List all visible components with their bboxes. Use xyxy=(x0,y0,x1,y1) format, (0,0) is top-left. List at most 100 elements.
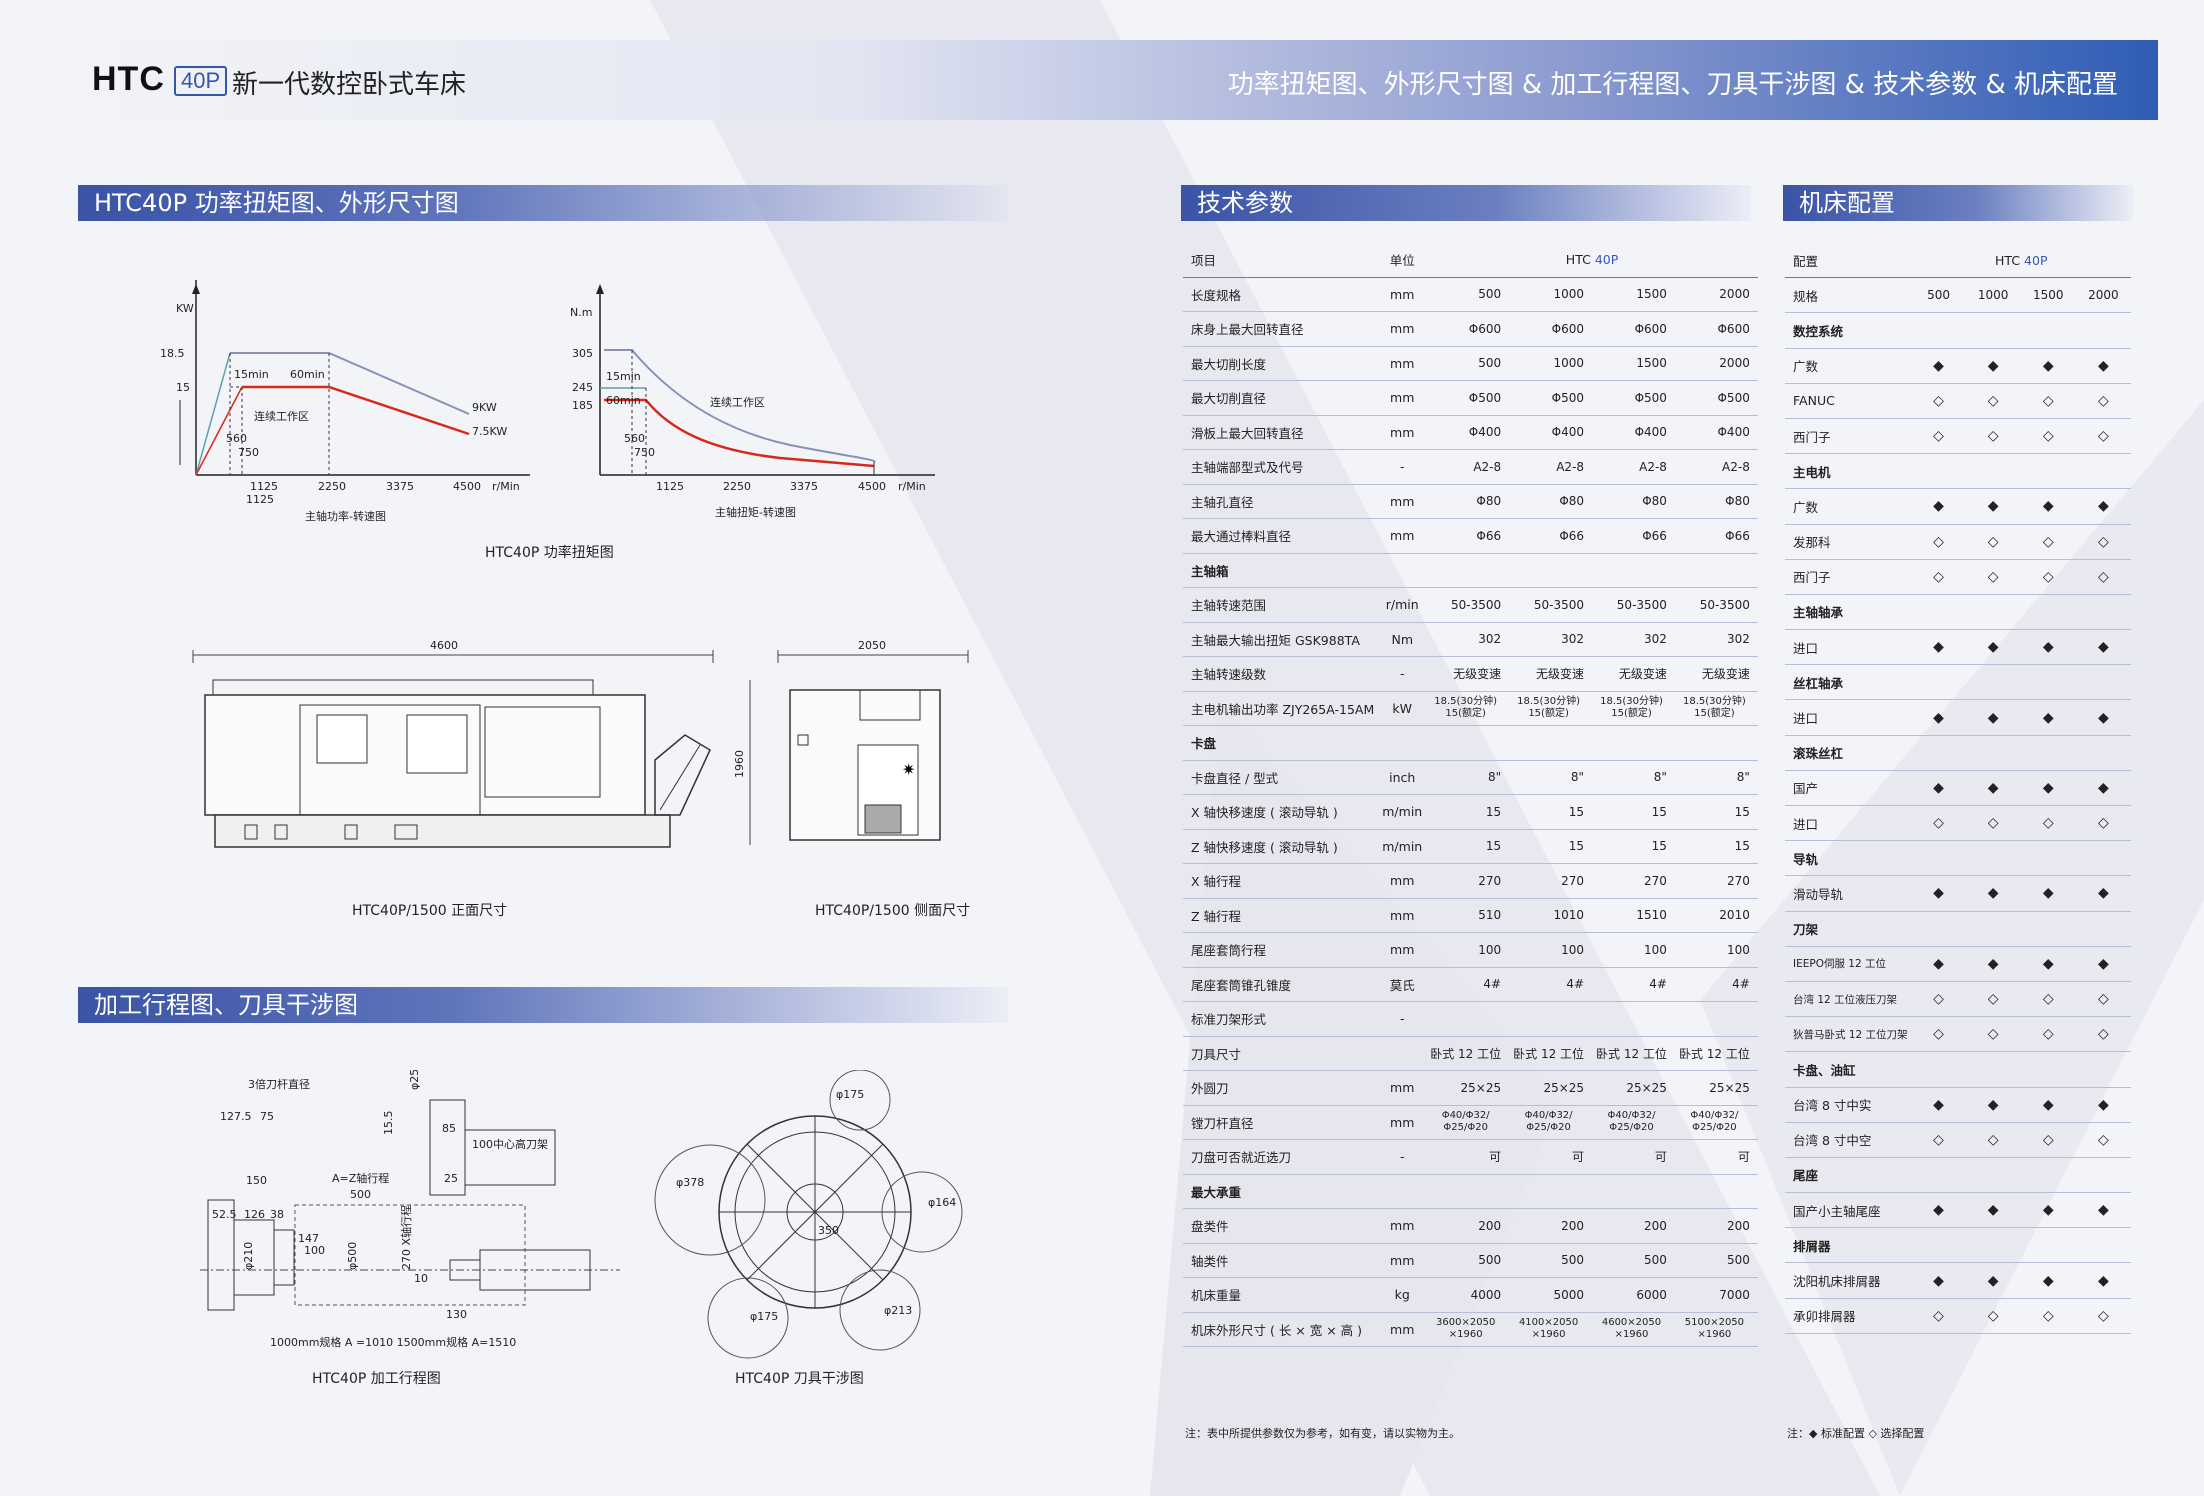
config-mark: ◆ xyxy=(2075,1192,2131,1229)
config-head-item: 配置 xyxy=(1785,243,1912,279)
tech-value: A2-8 xyxy=(1674,449,1758,485)
tech-item: 床身上最大回转直径 xyxy=(1183,311,1379,347)
config-mark xyxy=(1911,735,1966,771)
tech-value: A2-8 xyxy=(1509,449,1593,485)
tech-value: 1000 xyxy=(1509,346,1593,381)
tech-item: 外圆刀 xyxy=(1183,1070,1379,1106)
config-row: 进口◇◇◇◇ xyxy=(1785,805,2131,842)
config-item: 广数 xyxy=(1785,348,1912,384)
tech-value: 15 xyxy=(1509,794,1593,830)
tech-value xyxy=(1426,1174,1510,1209)
tech-value: 200 xyxy=(1426,1208,1510,1244)
config-mark: ◇ xyxy=(1965,1298,2021,1334)
tech-value: Φ80 xyxy=(1426,484,1510,519)
tech-value: 50-3500 xyxy=(1509,587,1593,623)
proc-bar: 3倍刀杆直径 xyxy=(248,1077,310,1091)
config-row: IEEPO伺服 12 工位◆◆◆◆ xyxy=(1785,946,2131,982)
config-mark: ◇ xyxy=(1911,1122,1966,1158)
proc-o: φ210 xyxy=(242,1242,255,1270)
config-row: 主电机 xyxy=(1785,453,2131,490)
tool-e: φ175 xyxy=(750,1310,778,1323)
config-mark: ◇ xyxy=(2020,383,2076,419)
config-item: 滑动导轨 xyxy=(1785,875,1912,912)
tech-value: 100 xyxy=(1426,932,1510,968)
config-row: 沈阳机床排屑器◆◆◆◆ xyxy=(1785,1262,2131,1299)
config-item: 进口 xyxy=(1785,699,1912,736)
tech-unit: mm xyxy=(1378,1070,1427,1106)
tech-value: A2-8 xyxy=(1426,449,1510,485)
tech-value xyxy=(1509,725,1593,761)
tech-item: Z 轴行程 xyxy=(1183,898,1379,933)
front-width-label: 4600 xyxy=(430,639,458,652)
tech-value: 18.5(30分钟) 15(额定) xyxy=(1509,691,1593,726)
tech-value: 15 xyxy=(1426,829,1510,864)
caption-process: HTC40P 加工行程图 xyxy=(312,1371,441,1387)
tech-value: 18.5(30分钟) 15(额定) xyxy=(1592,691,1675,726)
tech-value: 2010 xyxy=(1674,898,1758,933)
tech-value: Φ500 xyxy=(1509,380,1593,416)
tech-item: 最大通过棒料直径 xyxy=(1183,518,1379,554)
config-mark: ◇ xyxy=(2020,805,2076,842)
tech-item: X 轴行程 xyxy=(1183,863,1379,899)
caption-side: HTC40P/1500 侧面尺寸 xyxy=(815,903,971,919)
tech-value: 100 xyxy=(1674,932,1758,968)
config-mark: ◆ xyxy=(2075,875,2131,912)
tech-value: 270 xyxy=(1592,863,1675,899)
config-head-model-prefix: HTC xyxy=(1995,252,2025,268)
config-item: IEEPO伺服 12 工位 xyxy=(1785,946,1912,982)
config-note: 注：◆ 标准配置 ◇ 选择配置 xyxy=(1787,1427,1925,1440)
tech-item: 长度规格 xyxy=(1183,277,1379,312)
tech-unit: mm xyxy=(1378,380,1427,416)
config-mark xyxy=(2020,664,2076,701)
tech-value: 3600×2050 ×1960 xyxy=(1426,1312,1510,1347)
config-row: 台湾 8 寸中空◇◇◇◇ xyxy=(1785,1122,2131,1158)
tech-value: 25×25 xyxy=(1674,1070,1758,1106)
tech-unit: mm xyxy=(1378,415,1427,450)
config-item: 尾座 xyxy=(1785,1157,1912,1194)
config-row: 导轨 xyxy=(1785,840,2131,877)
caption-tool: HTC40P 刀具干涉图 xyxy=(735,1371,864,1387)
config-row: 丝杠轴承 xyxy=(1785,664,2131,701)
config-mark: ◆ xyxy=(1965,348,2021,384)
config-mark: ◆ xyxy=(1911,1262,1966,1299)
tech-unit: mm xyxy=(1378,863,1427,899)
tech-value xyxy=(1674,1001,1758,1037)
config-mark xyxy=(2075,735,2131,771)
tech-value: 1510 xyxy=(1592,898,1675,933)
config-mark: ◇ xyxy=(1911,418,1966,455)
tech-unit: - xyxy=(1378,1001,1427,1037)
config-mark xyxy=(2020,453,2076,490)
config-item: 国产 xyxy=(1785,770,1912,807)
side-view-drawing: 2050 1960 ✷ xyxy=(733,639,969,845)
tech-unit: 莫氏 xyxy=(1378,967,1427,1002)
config-row: 排屑器 xyxy=(1785,1227,2131,1264)
tool-a: φ378 xyxy=(676,1176,704,1189)
tech-unit xyxy=(1378,1174,1427,1209)
config-mark xyxy=(2020,1227,2076,1264)
tech-value: 8" xyxy=(1509,760,1593,795)
tech-value: 8" xyxy=(1674,760,1758,795)
config-mark: ◆ xyxy=(1911,699,1966,736)
tech-value: 100 xyxy=(1592,932,1675,968)
tech-item: 主轴端部型式及代号 xyxy=(1183,449,1379,485)
tech-value: 15 xyxy=(1509,829,1593,864)
tech-item: 滑板上最大回转直径 xyxy=(1183,415,1379,450)
tech-value: Φ80 xyxy=(1592,484,1675,519)
config-mark xyxy=(2020,911,2076,947)
config-mark: ◆ xyxy=(1965,875,2021,912)
config-row: 进口◆◆◆◆ xyxy=(1785,699,2131,736)
tech-row: 主轴转速级数-无级变速无级变速无级变速无级变速 xyxy=(1183,656,1758,692)
tech-value: 无级变速 xyxy=(1674,656,1758,692)
section-title-config: 机床配置 xyxy=(1783,185,2133,221)
tech-item: 尾座套筒锥孔锥度 xyxy=(1183,967,1379,1002)
tech-value: Φ40/Φ32/ Φ25/Φ20 xyxy=(1509,1105,1593,1140)
config-mark xyxy=(2020,312,2076,349)
